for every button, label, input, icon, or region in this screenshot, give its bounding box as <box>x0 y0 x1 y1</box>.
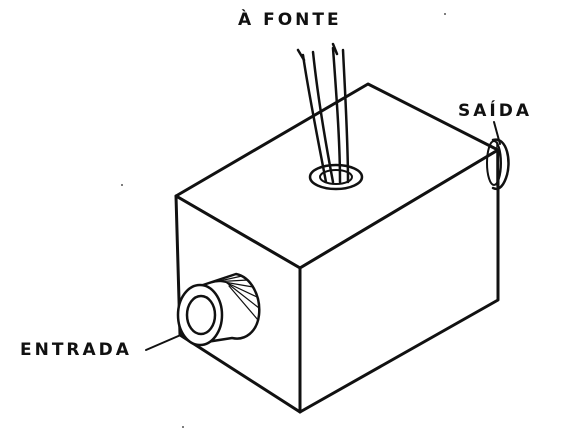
input-label: ENTRADA <box>20 340 132 360</box>
box-side-face <box>298 148 500 414</box>
saida-leader-line <box>493 121 501 145</box>
power-source-label: À FONTE <box>238 10 342 30</box>
output-jack <box>486 138 510 191</box>
input-jack <box>176 272 261 347</box>
cable-grommet <box>308 163 364 191</box>
power-cable <box>296 42 350 184</box>
entrada-leader-line <box>145 333 184 351</box>
output-label: SAÍDA <box>458 101 532 121</box>
